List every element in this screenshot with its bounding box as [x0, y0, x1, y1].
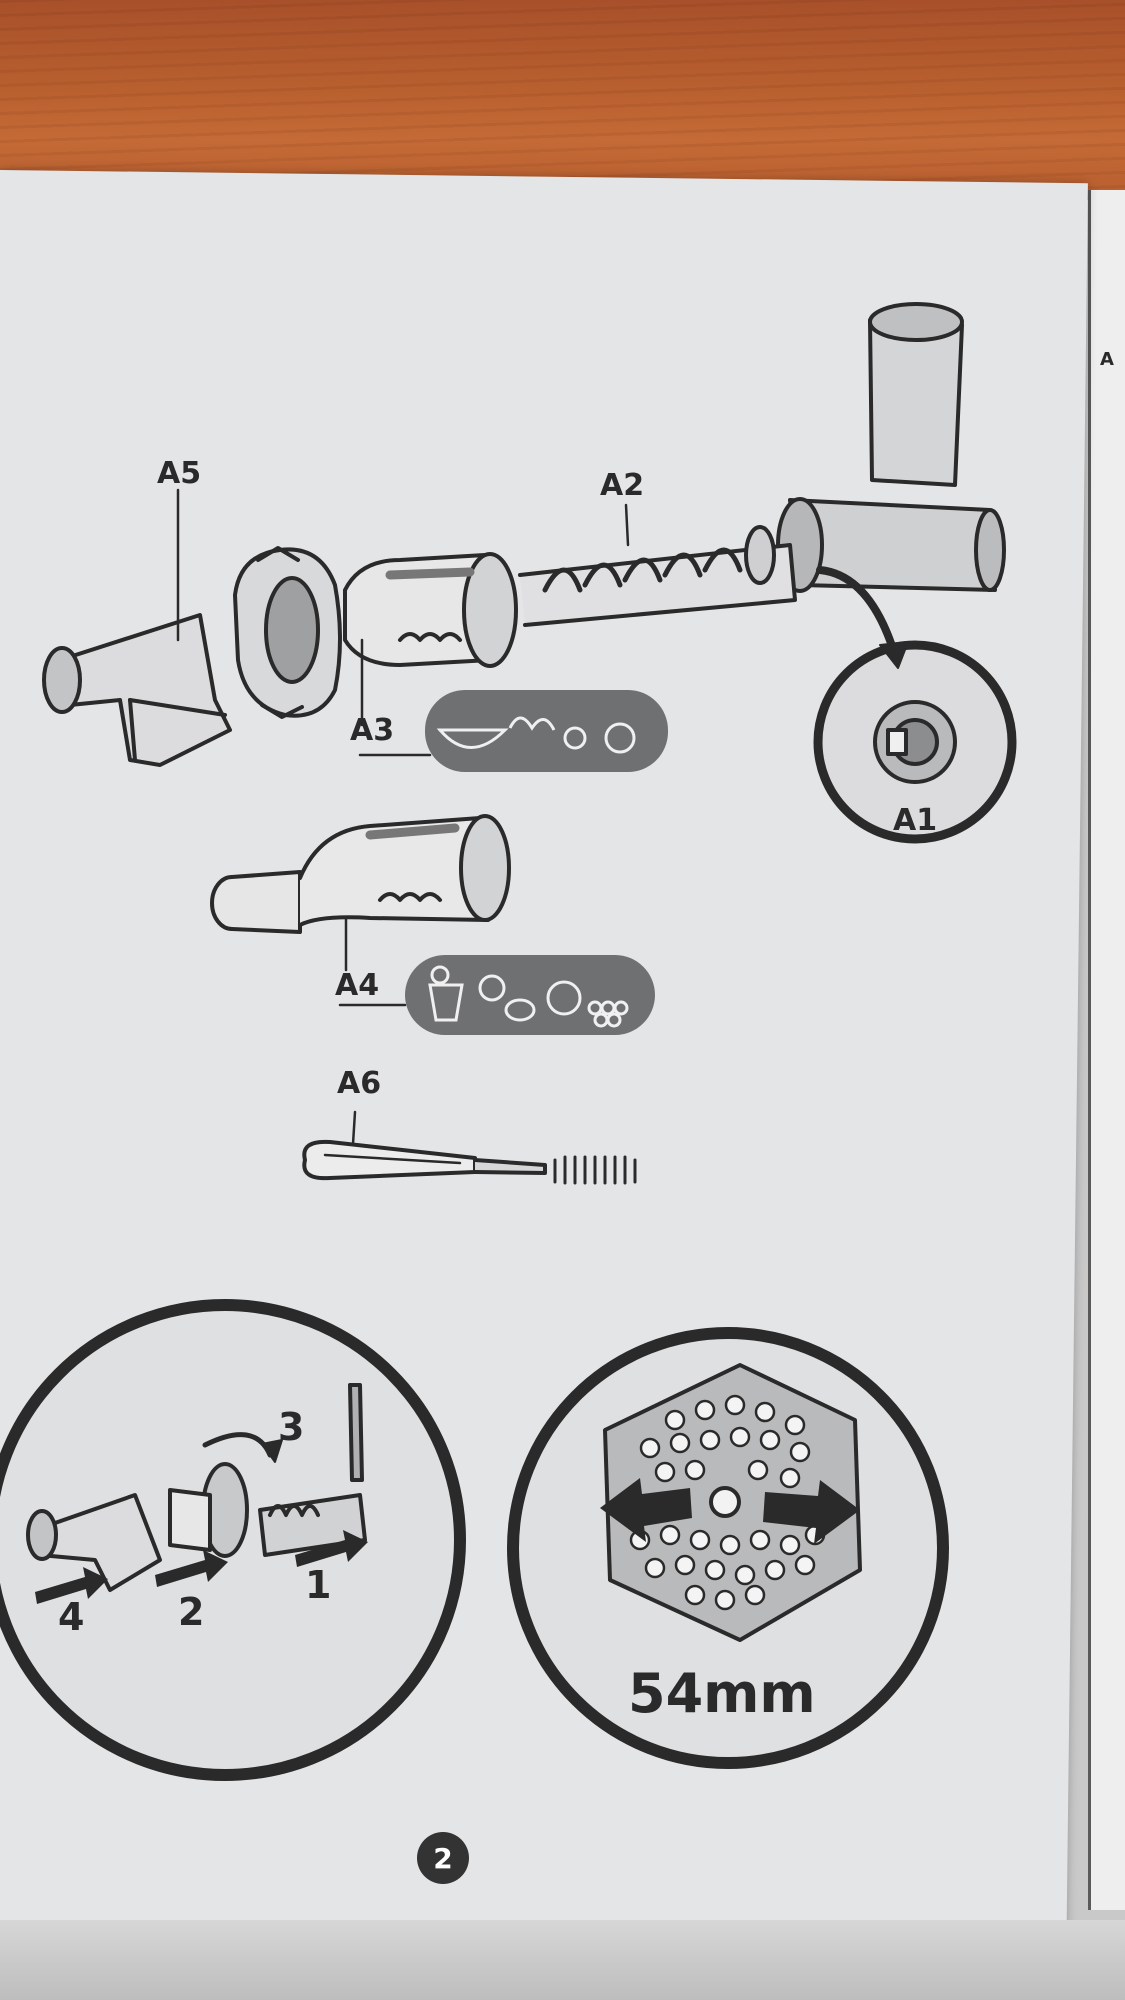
tomato-icon — [604, 722, 636, 754]
step-4-label: 4 — [58, 1595, 84, 1639]
berries-icon — [508, 716, 556, 731]
page-number-disc — [417, 1832, 469, 1884]
assembly-steps-circle — [0, 1299, 466, 1781]
plate-holes — [629, 1394, 826, 1611]
label-a3: A3 — [350, 713, 394, 748]
step-3-label: 3 — [278, 1405, 304, 1449]
facing-page-edge — [1088, 190, 1125, 1910]
plate-size-label: 54mm — [628, 1662, 816, 1725]
strainer-a3 — [343, 552, 518, 668]
label-a4: A4 — [335, 968, 379, 1003]
surface-bottom — [0, 1920, 1125, 2000]
apple-icon — [546, 980, 582, 1016]
edge-letter: A — [1100, 349, 1114, 370]
label-a1: A1 — [893, 803, 937, 838]
outlet-a5 — [42, 613, 232, 767]
label-a5: A5 — [157, 456, 201, 491]
curved-arrow-icon — [816, 566, 899, 659]
grinder-housing — [776, 302, 1006, 593]
strainer-a4 — [210, 814, 511, 934]
step-1-label: 1 — [305, 1563, 331, 1607]
wooden-table — [0, 0, 1125, 200]
usage-badge-a3 — [425, 690, 668, 772]
label-a6: A6 — [337, 1066, 381, 1101]
double-arrow-icon — [600, 1478, 860, 1544]
worm-screw — [518, 525, 797, 627]
usage-badge-a4 — [405, 955, 655, 1035]
cleaning-brush-a6 — [302, 1139, 637, 1185]
page-number: 2 — [433, 1842, 452, 1875]
step-2-label: 2 — [178, 1590, 204, 1634]
glass-icon — [428, 983, 464, 1022]
label-a2: A2 — [600, 468, 644, 503]
a1-detail-circle — [813, 566, 1017, 844]
lemon-icon — [504, 998, 536, 1022]
wood-grain — [0, 0, 1125, 200]
ring-nut — [233, 546, 342, 719]
bowl-icon — [436, 728, 509, 749]
step-arrows — [35, 1530, 368, 1604]
